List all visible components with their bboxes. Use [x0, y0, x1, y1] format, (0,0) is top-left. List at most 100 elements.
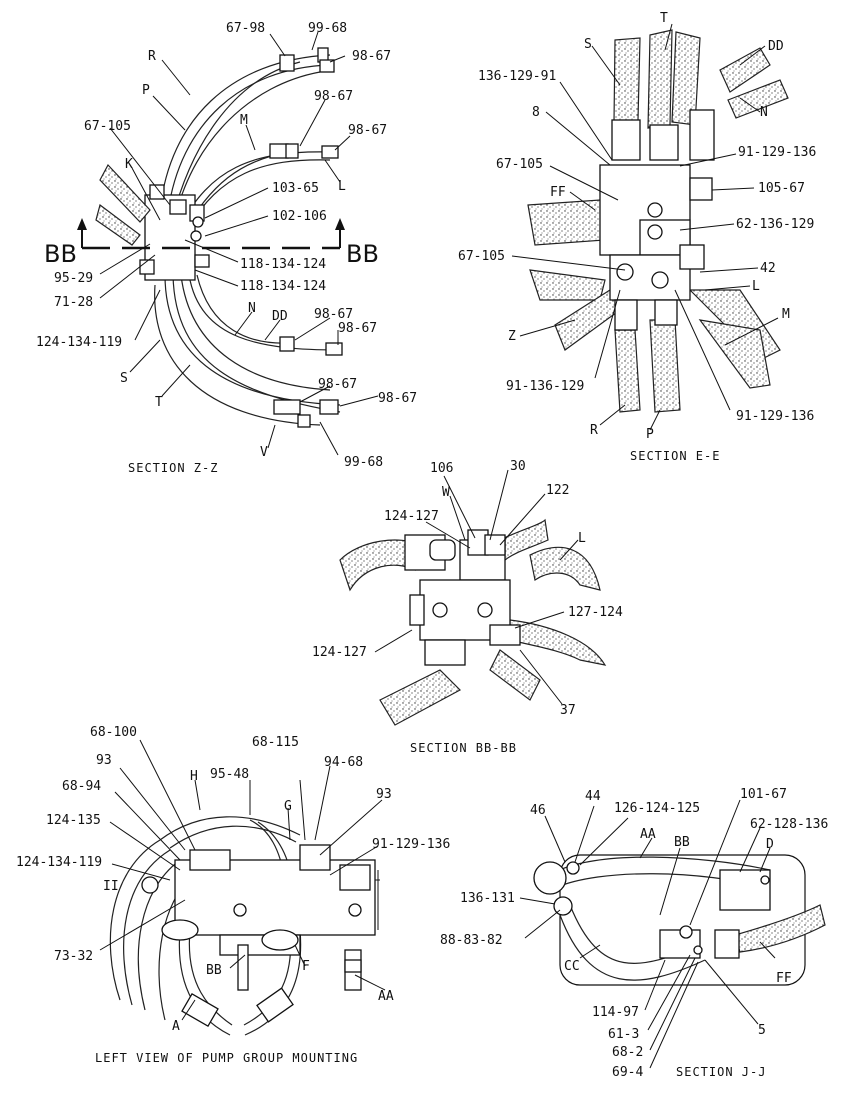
jj-label: 62-128-136 — [750, 817, 828, 832]
jj-label: BB — [674, 835, 690, 850]
bbbb-label: L — [578, 531, 586, 546]
ee-label: R — [590, 423, 598, 438]
zz-label: 98-67 — [348, 123, 387, 138]
ee-label: 91-129-136 — [738, 145, 816, 160]
section-bbbb-drawing — [339, 469, 607, 726]
jj-label: FF — [776, 971, 792, 986]
lv-label: 68-100 — [90, 725, 137, 740]
bbbb-label: 124-127 — [312, 645, 367, 660]
zz-label: 98-67 — [314, 307, 353, 322]
lv-label: II — [103, 879, 119, 894]
ee-label: P — [646, 427, 654, 442]
jj-label: 114-97 — [592, 1005, 639, 1020]
jj-label: 61-3 — [608, 1027, 639, 1042]
left-view-drawing — [99, 739, 386, 1036]
lv-label: G — [284, 799, 292, 814]
left-view-labels: 68-100 68-115 93 H 95-48 94-68 68-94 G 9… — [16, 725, 450, 1065]
section-jj-drawing — [519, 799, 826, 1069]
ee-label: L — [752, 279, 760, 294]
zz-label: 98-67 — [352, 49, 391, 64]
ee-label: 105-67 — [758, 181, 805, 196]
zz-label: K — [125, 157, 133, 172]
bbbb-caption: SECTION BB-BB — [410, 741, 517, 755]
zz-label: DD — [272, 309, 288, 324]
zz-label: 118-134-124 — [240, 279, 326, 294]
zz-cut-label-right: BB — [346, 240, 379, 268]
zz-label: 98-67 — [318, 377, 357, 392]
zz-label: 99-68 — [308, 21, 347, 36]
ee-label: 62-136-129 — [736, 217, 814, 232]
bbbb-label: 37 — [560, 703, 576, 718]
zz-cut-label-left: BB — [44, 240, 77, 268]
zz-label: P — [142, 83, 150, 98]
zz-label: 99-68 — [344, 455, 383, 470]
zz-label: R — [148, 49, 156, 64]
section-zz-labels: 67-98 99-68 98-67 R P M 98-67 98-67 67-1… — [36, 21, 417, 475]
lv-label: 94-68 — [324, 755, 363, 770]
zz-label: M — [240, 113, 248, 128]
zz-label: L — [338, 179, 346, 194]
bbbb-label: W — [442, 485, 450, 500]
lv-label: A — [172, 1019, 180, 1034]
ee-label: 42 — [760, 261, 776, 276]
zz-label: 102-106 — [272, 209, 327, 224]
bbbb-label: 122 — [546, 483, 569, 498]
jj-label: 5 — [758, 1023, 766, 1038]
jj-label: 136-131 — [460, 891, 515, 906]
ee-label: 67-105 — [458, 249, 505, 264]
jj-label: AA — [640, 827, 656, 842]
lv-label: 124-134-119 — [16, 855, 102, 870]
zz-label: 98-67 — [378, 391, 417, 406]
jj-label: D — [766, 837, 774, 852]
zz-label: 103-65 — [272, 181, 319, 196]
zz-label: 98-67 — [338, 321, 377, 336]
lv-label: 95-48 — [210, 767, 249, 782]
jj-label: 69-4 — [612, 1065, 643, 1080]
jj-label: 68-2 — [612, 1045, 643, 1060]
ee-label: 136-129-91 — [478, 69, 556, 84]
jj-label: 101-67 — [740, 787, 787, 802]
jj-label: 88-83-82 — [440, 933, 503, 948]
zz-label: V — [260, 445, 268, 460]
jj-label: 44 — [585, 789, 601, 804]
zz-label: 95-29 — [54, 271, 93, 286]
jj-label: 46 — [530, 803, 546, 818]
section-jj-labels: 46 44 126-124-125 101-67 AA BB 62-128-13… — [440, 787, 828, 1080]
ee-label: S — [584, 37, 592, 52]
ee-label: 91-129-136 — [736, 409, 814, 424]
bbbb-label: 30 — [510, 459, 526, 474]
section-ee-labels: T DD S 136-129-91 N 8 91-129-136 67-105 … — [458, 11, 816, 463]
jj-label: CC — [564, 959, 580, 974]
zz-label: S — [120, 371, 128, 386]
zz-label: 67-98 — [226, 21, 265, 36]
zz-label: 118-134-124 — [240, 257, 326, 272]
jj-label: 126-124-125 — [614, 801, 700, 816]
bbbb-label: 106 — [430, 461, 453, 476]
ee-caption: SECTION E-E — [630, 449, 720, 463]
ee-label: DD — [768, 39, 784, 54]
lv-label: F — [302, 959, 310, 974]
zz-label: 124-134-119 — [36, 335, 122, 350]
zz-caption: SECTION Z-Z — [128, 461, 218, 475]
lv-label: BB — [206, 963, 222, 978]
zz-label: 71-28 — [54, 295, 93, 310]
lv-label: 93 — [376, 787, 392, 802]
lv-label: 124-135 — [46, 813, 101, 828]
lv-label: 73-32 — [54, 949, 93, 964]
zz-label: T — [155, 395, 163, 410]
ee-label: 67-105 — [496, 157, 543, 172]
ee-label: M — [782, 307, 790, 322]
jj-caption: SECTION J-J — [676, 1065, 766, 1079]
bbbb-label: 124-127 — [384, 509, 439, 524]
zz-label: N — [248, 301, 256, 316]
ee-label: 91-136-129 — [506, 379, 584, 394]
lv-label: 68-94 — [62, 779, 101, 794]
lv-label: 93 — [96, 753, 112, 768]
lv-label: 91-129-136 — [372, 837, 450, 852]
ee-label: Z — [508, 329, 516, 344]
lv-label: 68-115 — [252, 735, 299, 750]
bbbb-label: 127-124 — [568, 605, 623, 620]
ee-label: N — [760, 105, 768, 120]
ee-label: 8 — [532, 105, 540, 120]
